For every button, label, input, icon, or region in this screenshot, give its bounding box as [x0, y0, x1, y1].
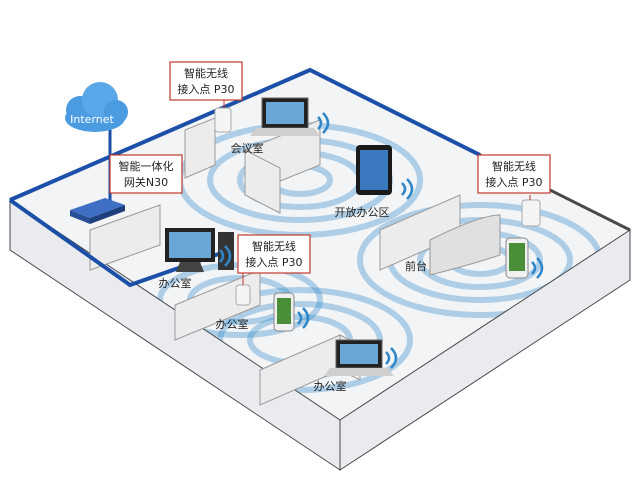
ap2-line1: 智能无线	[492, 159, 536, 173]
reception-desk	[429, 214, 501, 276]
access-point-icon	[214, 107, 541, 306]
phone-icon	[273, 237, 529, 332]
router-icon	[70, 198, 125, 224]
room-label-office-left: 办公室	[159, 276, 192, 290]
room-label-office-bottom: 办公室	[314, 379, 347, 393]
ap1-line2: 接入点 P30	[177, 83, 234, 96]
gateway-line2: 网关N30	[124, 175, 168, 189]
callout-gateway: 智能一体化 网关N30	[109, 154, 183, 194]
callout-access-point-1: 智能无线 接入点 P30	[169, 61, 243, 108]
wifi-icon	[219, 112, 544, 369]
cloud-label: Internet	[70, 113, 114, 126]
cloud-icon: Internet	[65, 82, 128, 132]
room-label-front-desk: 前台	[405, 259, 427, 273]
room-label-office-mid: 办公室	[216, 317, 249, 331]
callout-access-point-2: 智能无线 接入点 P30	[477, 154, 551, 200]
laptop-icon	[250, 97, 394, 376]
room-label-meeting: 会议室	[231, 141, 264, 155]
room-label-open-office: 开放办公区	[335, 205, 390, 219]
tablet-icon	[356, 145, 392, 195]
ap3-line1: 智能无线	[252, 239, 296, 253]
ap3-line2: 接入点 P30	[245, 256, 302, 269]
ap2-line2: 接入点 P30	[485, 176, 542, 189]
gateway-line1: 智能一体化	[119, 159, 174, 173]
callout-access-point-3: 智能无线 接入点 P30	[237, 234, 311, 285]
ap1-line1: 智能无线	[184, 66, 228, 80]
